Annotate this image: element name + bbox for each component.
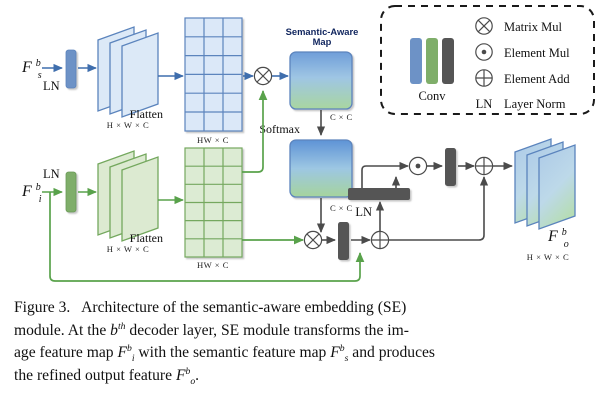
semantic-aware-map-label-1: Semantic-Aware: [286, 26, 359, 37]
caption-line-3-b: with the semantic feature map: [138, 344, 327, 362]
output-feature-planes: [514, 138, 576, 230]
dim-hwc-out: H × W × C: [527, 252, 570, 262]
dim-hwc-bottom: H × W × C: [107, 244, 150, 254]
caption-Fo-sup: b: [185, 365, 191, 377]
caption-line-4: the refined output feature Fbo.: [14, 365, 586, 388]
input-semantic-label: F b s: [21, 53, 45, 81]
legend-conv-label: Conv: [418, 89, 446, 103]
green-skip-connection: [49, 192, 365, 282]
image-branch: F b i LN H × W × C Flatten: [21, 89, 365, 282]
image-flatten-grid: [184, 147, 243, 258]
legend-layer-norm-label: Layer Norm: [504, 97, 566, 111]
flatten-label-bottom: Flatten: [130, 231, 163, 245]
semantic-branch: F b s LN H × W × C Flatten: [21, 17, 289, 145]
ln-bar-mid: [348, 188, 410, 200]
conv-bar-fusion-2: [445, 148, 456, 186]
semantic-feature-planes: [97, 26, 159, 118]
dim-cxc-top: C × C: [330, 112, 353, 122]
caption-line-4-a: the refined output feature: [14, 366, 173, 384]
caption-b-symbol: b: [110, 321, 118, 339]
caption-Fi-sub: i: [131, 353, 135, 365]
legend-element-mul-icon: [475, 43, 493, 61]
caption-line-2-c: decoder layer, SE module transforms the …: [129, 321, 409, 339]
ln-label-bottom: LN: [43, 167, 60, 181]
ln-bar-bottom: [65, 171, 77, 213]
caption-Fi-base: F: [117, 344, 127, 362]
caption-Fo-base: F: [175, 366, 186, 384]
semantic-aware-map: [289, 51, 353, 110]
semantic-aware-map-label-2: Map: [313, 36, 332, 47]
legend-element-mul-label: Element Mul: [504, 46, 570, 60]
dim-hw-c-top: HW × C: [197, 135, 229, 145]
dim-hw-c-bottom: HW × C: [197, 260, 229, 270]
caption-Fs-base: F: [330, 344, 340, 362]
caption-line-2-a: module. At the: [14, 321, 107, 339]
legend-element-add-icon: [475, 69, 493, 87]
image-feature-planes: [97, 150, 159, 242]
ln-label-mid: LN: [355, 205, 372, 219]
legend-conv-bars: [410, 38, 454, 84]
caption-line-1-text: Architecture of the semantic-aware embed…: [81, 299, 407, 316]
caption-line-4-b: .: [195, 366, 200, 384]
flatten-label-top: Flatten: [130, 107, 163, 121]
fusion-block: LN: [303, 148, 513, 260]
caption-line-2: module. At the bth decoder layer, SE mod…: [14, 320, 586, 343]
matrix-mul-icon-1: [253, 66, 273, 86]
output-feature-label: F b o: [547, 222, 571, 250]
dim-hwc-top: H × W × C: [107, 120, 150, 130]
caption-Fs-sup: b: [339, 343, 345, 354]
caption-line-3-a: age feature map: [14, 344, 114, 362]
legend-matrix-mul-icon: [475, 17, 493, 35]
caption-Fi-sup: b: [127, 343, 132, 354]
element-mul-icon: [408, 156, 428, 176]
ln-branch-left: [361, 161, 409, 188]
green-path-to-matmul1: [242, 89, 268, 173]
semantic-flatten-grid: [184, 17, 243, 132]
ln-bar-top: [65, 49, 77, 89]
softmax-label: Softmax: [259, 122, 300, 136]
figure-caption: Figure 3. Architecture of the semantic-a…: [0, 291, 600, 407]
ln-label-top: LN: [43, 79, 60, 93]
caption-b-sup: th: [117, 320, 126, 332]
se-module-diagram: F b s LN H × W × C Flatten: [21, 5, 595, 282]
legend-box: Conv Matrix Mul Element Mul Element Add: [380, 5, 595, 115]
dim-cxc-bottom: C × C: [330, 203, 353, 213]
caption-line-3-c: and produces: [352, 344, 435, 362]
conv-bar-fusion: [338, 222, 349, 260]
softmax-map: [289, 139, 353, 198]
semantic-aware-map-block: Semantic-Aware Map C × C Softmax C × C: [259, 26, 359, 233]
caption-figure-number: Figure 3.: [14, 299, 71, 316]
matrix-mul-icon-2: [303, 230, 323, 250]
element-add-icon-2: [474, 156, 494, 176]
caption-line-3: age feature map Fbi with the semantic fe…: [14, 342, 586, 365]
element-add-icon-1: [370, 230, 390, 250]
residual-path: [389, 176, 489, 241]
legend-element-add-label: Element Add: [504, 72, 570, 86]
caption-Fs-sub: s: [344, 353, 349, 365]
input-image-label: F b i: [21, 177, 45, 205]
caption-Fo-sub: o: [190, 375, 196, 387]
legend-ln-icon: LN: [476, 97, 493, 111]
legend-matrix-mul-label: Matrix Mul: [504, 20, 563, 34]
caption-line-1: Figure 3. Architecture of the semantic-a…: [14, 297, 586, 320]
